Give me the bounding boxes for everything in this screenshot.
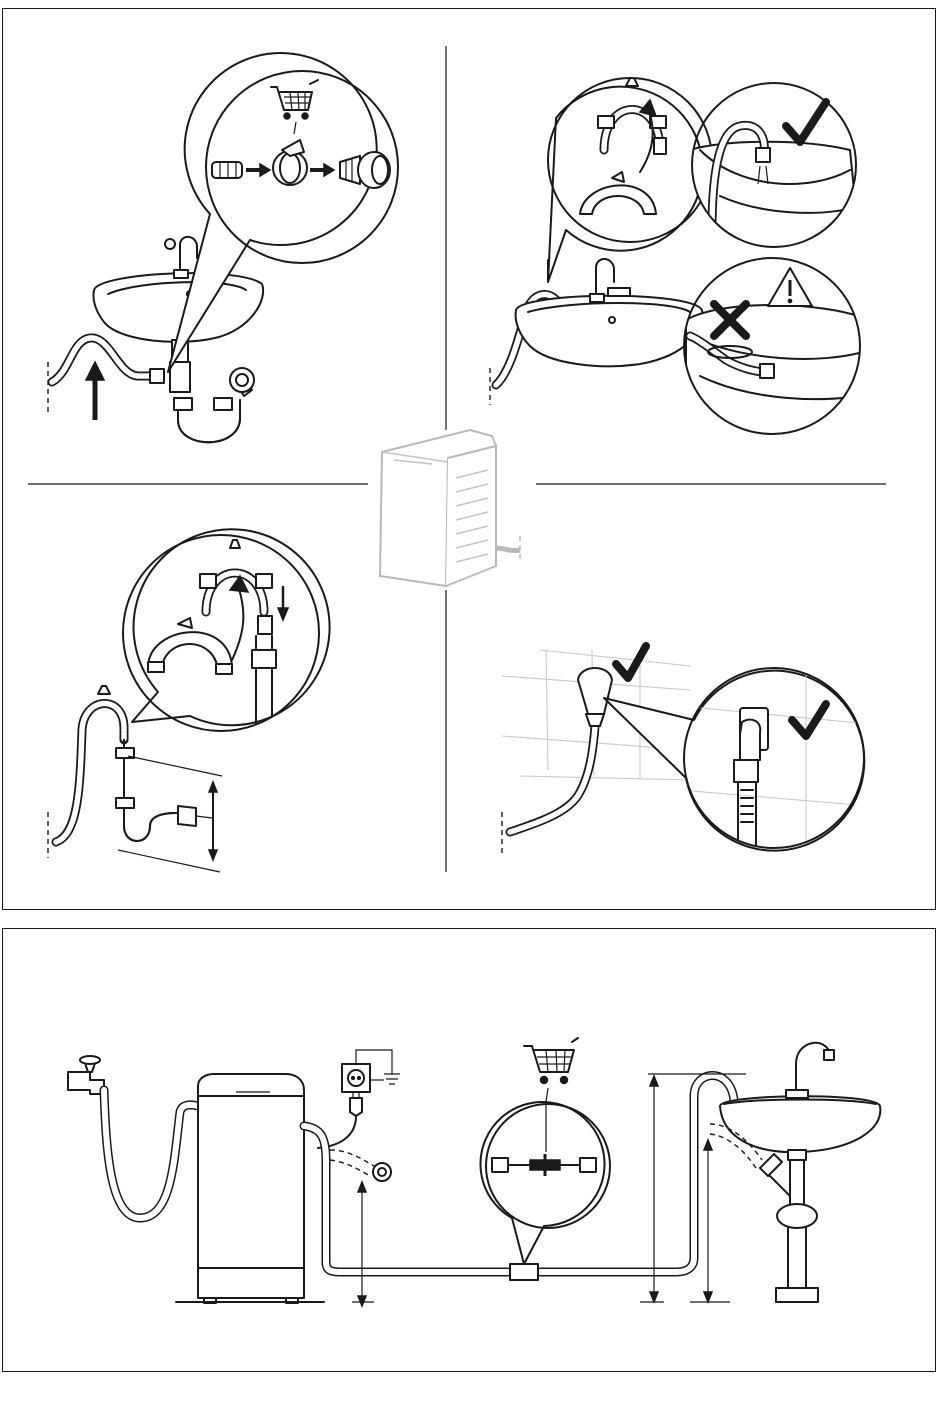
wall-spigot [578, 668, 612, 714]
callout-bubble [132, 529, 330, 725]
panel-hose-over-sink-edge [490, 78, 870, 440]
check-mark [616, 646, 646, 678]
power-socket [318, 1050, 400, 1148]
shopping-cart-icon [524, 1038, 578, 1102]
warning-triangle-icon [768, 268, 812, 306]
panel-standpipe-connection [48, 529, 330, 872]
drain-hose [56, 703, 124, 842]
panel-wall-spigot-connection [502, 646, 870, 870]
check-mark [786, 102, 826, 142]
sink [720, 1043, 880, 1302]
washing-machine [176, 1074, 324, 1303]
overview-diagram [68, 1038, 880, 1306]
water-tap [68, 1056, 104, 1094]
washing-machine-outline [380, 430, 520, 586]
callout-bubble [548, 87, 702, 282]
panel-sink-drain-connection [48, 53, 398, 442]
hose-extension [510, 1264, 538, 1280]
